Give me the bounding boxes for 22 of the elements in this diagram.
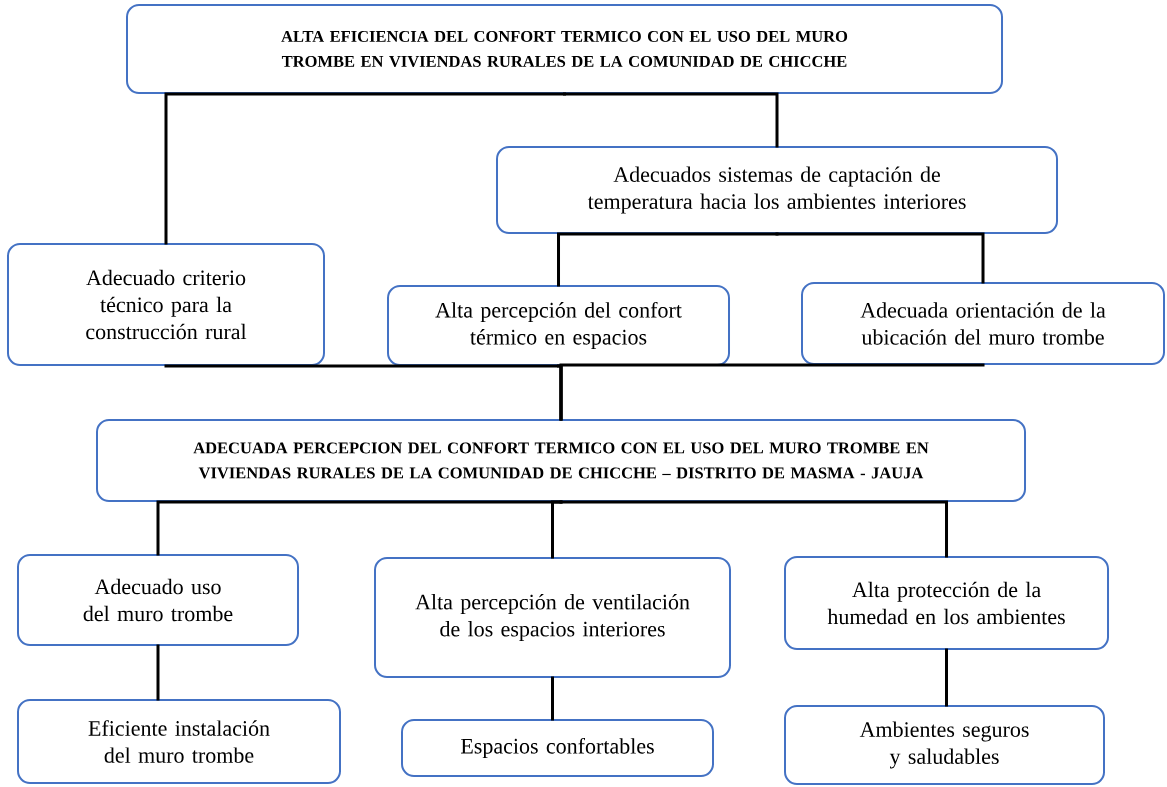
text-box: Alta percepción de ventilación de los espacios interiores: [374, 557, 731, 678]
connector-line: [945, 648, 948, 707]
connector-line: [559, 500, 948, 558]
heading-box: ADECUADA PERCEPCION DEL CONFORT TERMICO CON EL USO DEL MURO TROMBE EN VIVIENDAS RURALES DE LA COMUNIDAD DE CHICCHE – DISTRITO DE MASMA - JAUJA: [96, 419, 1026, 502]
connector-line: [775, 232, 985, 284]
text-box: Alta percepción del confort térmico en espacios: [387, 285, 730, 366]
connector-line: [551, 500, 563, 559]
connector-line: [559, 363, 985, 421]
text-box: Adecuado uso del muro trombe: [17, 554, 299, 646]
text-box: Adecuada orientación de la ubicación del muro trombe: [801, 282, 1165, 365]
text-box: Eficiente instalación del muro trombe: [17, 699, 341, 784]
connector-line: [557, 232, 779, 287]
connector-line: [563, 92, 779, 148]
text-box: Ambientes seguros y saludables: [784, 705, 1105, 785]
text-box: Adecuados sistemas de captación de temperatura hacia los ambientes interiores: [496, 146, 1058, 234]
connector-line: [156, 644, 160, 701]
text-box: Alta protección de la humedad en los ambientes: [784, 556, 1109, 650]
text-box: Adecuado criterio técnico para la construcción rural: [7, 243, 325, 366]
heading-box: ALTA EFICIENCIA DEL CONFORT TERMICO CON EL USO DEL MURO TROMBE EN VIVIENDAS RURALES DE LA COMUNIDAD DE CHICCHE: [126, 4, 1003, 94]
connector-line: [164, 92, 566, 245]
text-box: Espacios confortables: [401, 719, 714, 777]
connector-line: [551, 676, 554, 721]
